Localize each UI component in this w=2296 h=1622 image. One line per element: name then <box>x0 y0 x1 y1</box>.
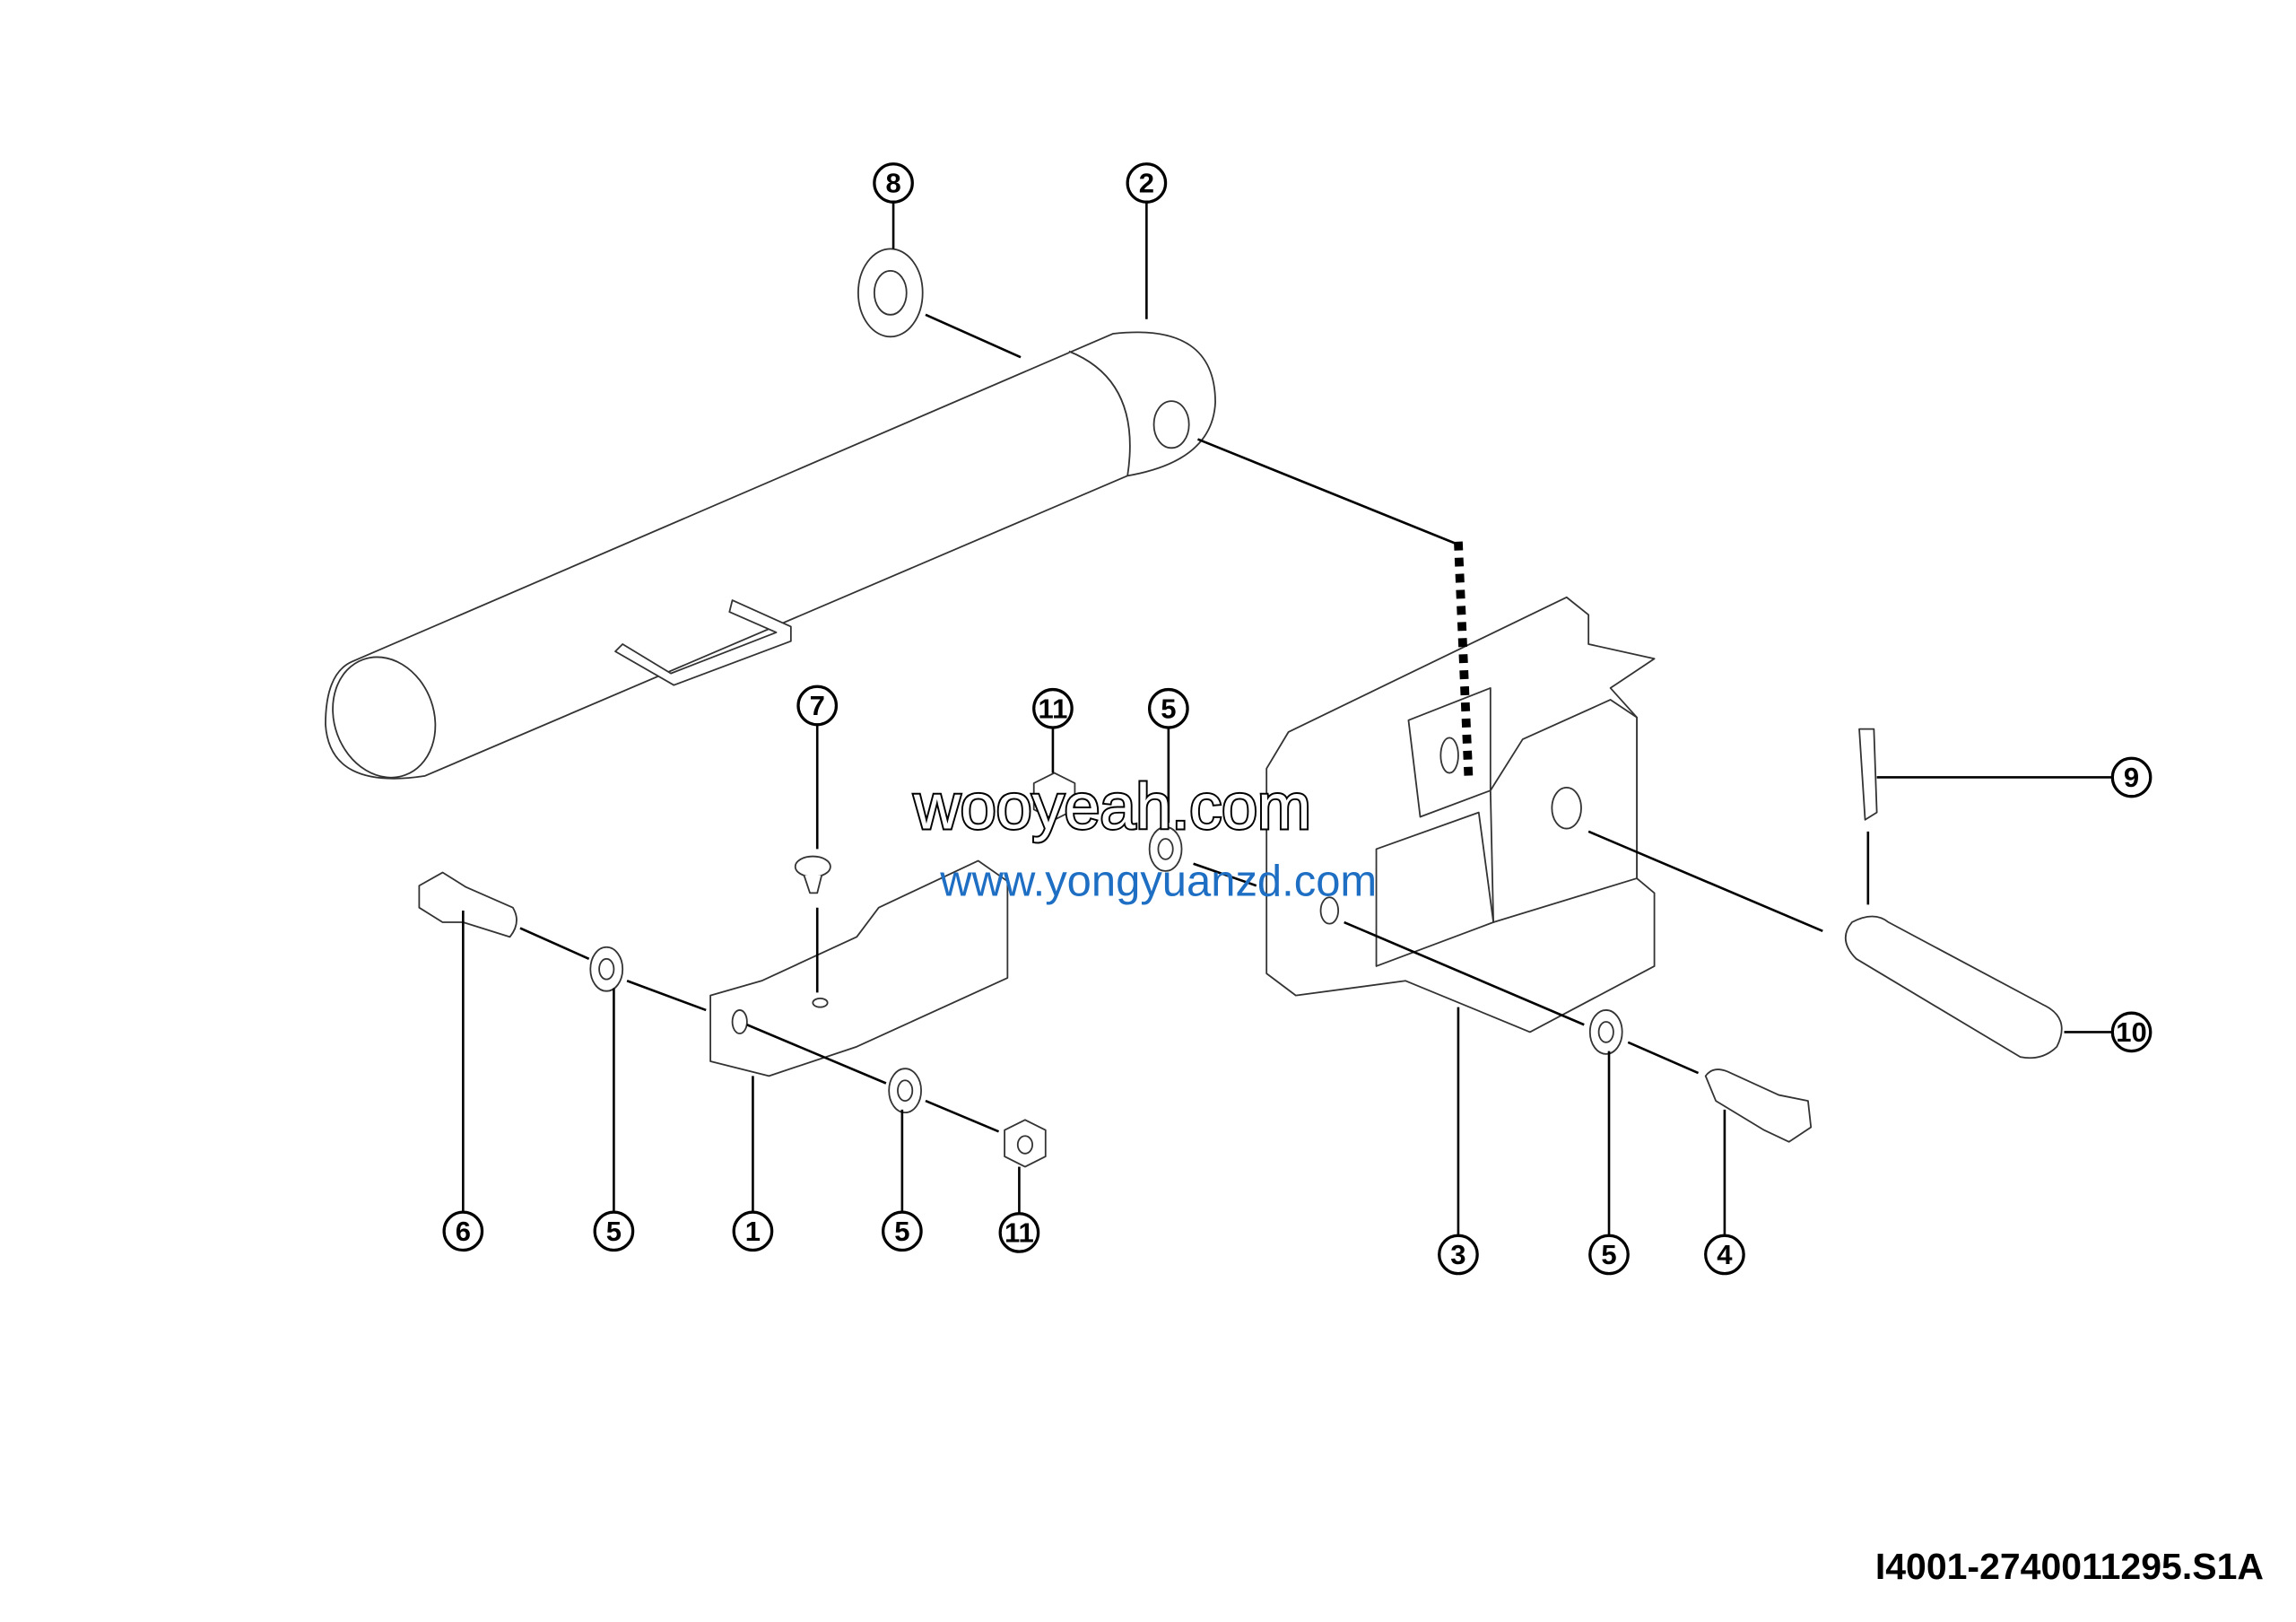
bracket-part-1 <box>709 859 1009 1077</box>
svg-text:11: 11 <box>1039 693 1068 724</box>
bolt-part-6 <box>418 871 517 938</box>
callout-4: 4 <box>1704 1109 1745 1276</box>
callout-5: 5 <box>1588 1051 1630 1276</box>
callout-9: 9 <box>1876 756 2152 798</box>
clevis-pin-part-10 <box>1845 915 2063 1060</box>
svg-text:8: 8 <box>885 167 900 198</box>
svg-text:2: 2 <box>1139 167 1154 198</box>
svg-text:10: 10 <box>2116 1016 2146 1048</box>
svg-text:11: 11 <box>1004 1216 1034 1248</box>
callout-1: 1 <box>732 1076 774 1252</box>
bracket-part-3 <box>1265 596 1656 1033</box>
watermark-outline: wooyeah.com <box>913 772 1311 843</box>
nut-part-11 <box>1004 772 1076 1168</box>
plug-part-7 <box>794 855 831 894</box>
callout-5: 5 <box>1148 687 1189 824</box>
svg-text:5: 5 <box>1161 693 1176 724</box>
callout-5: 5 <box>593 988 635 1252</box>
callout-10: 10 <box>2064 1011 2152 1053</box>
watermark-overlay: www.yongyuanzd.com <box>939 858 1377 906</box>
bolt-part-4 <box>1704 1068 1813 1143</box>
assembly-lines <box>519 313 1870 1133</box>
svg-text:4: 4 <box>1717 1239 1733 1270</box>
svg-text:3: 3 <box>1450 1239 1465 1270</box>
cotter-pin-part-9 <box>1858 728 1878 821</box>
callout-3: 3 <box>1438 1007 1479 1276</box>
callout-11: 11 <box>998 1166 1040 1253</box>
callouts: 8 2 7 11 5 9 10 6 5 1 5 11 3 5 4 <box>442 162 2152 1276</box>
svg-text:9: 9 <box>2124 762 2139 793</box>
svg-text:5: 5 <box>1601 1239 1616 1270</box>
drawing-code: I4001-2740011295.S1A <box>1874 1546 2264 1587</box>
svg-text:7: 7 <box>810 690 825 721</box>
svg-text:6: 6 <box>456 1216 471 1247</box>
dashed-alignment-line <box>1454 541 1474 777</box>
callout-11: 11 <box>1032 687 1074 773</box>
svg-text:5: 5 <box>894 1216 909 1247</box>
svg-text:1: 1 <box>745 1216 761 1247</box>
callout-8: 8 <box>873 162 914 249</box>
callout-6: 6 <box>442 910 484 1252</box>
washer-part-5 <box>589 826 1623 1114</box>
svg-text:5: 5 <box>606 1216 622 1247</box>
callout-5: 5 <box>882 1109 923 1252</box>
callout-7: 7 <box>796 685 839 850</box>
callout-2: 2 <box>1126 162 1168 319</box>
pin-part-2 <box>325 331 1216 780</box>
washer-part-8 <box>857 248 924 338</box>
